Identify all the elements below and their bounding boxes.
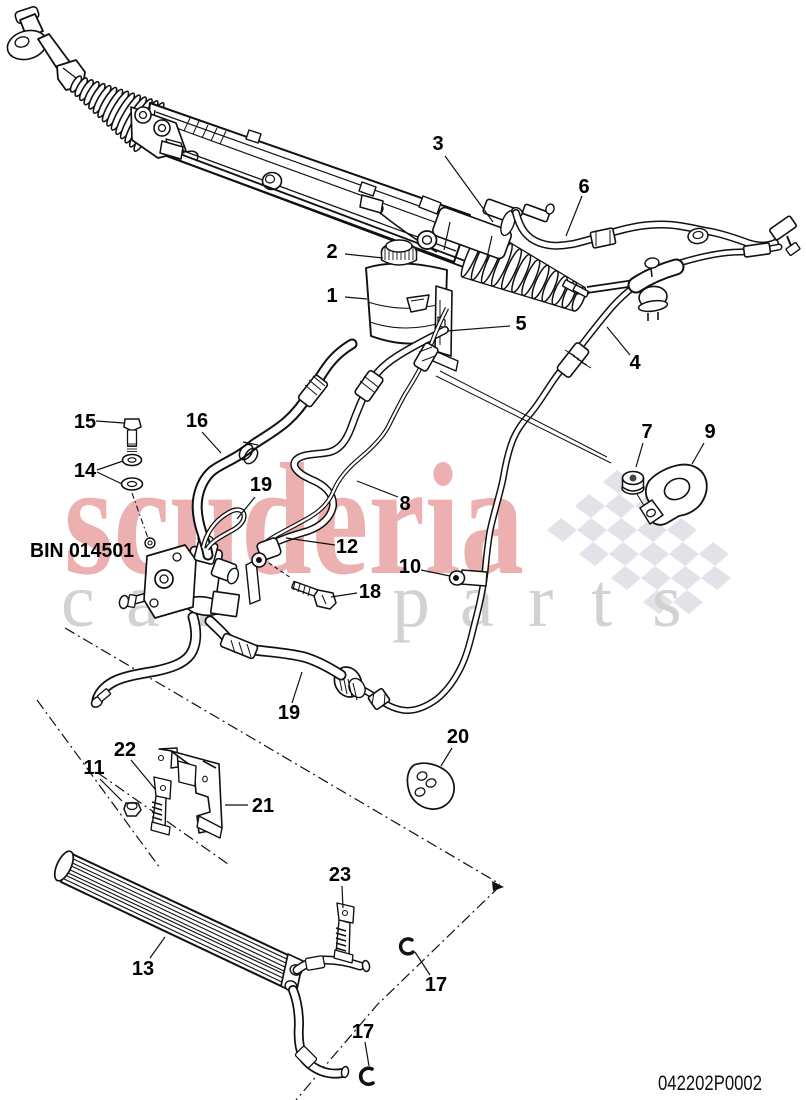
svg-text:5: 5 bbox=[515, 313, 526, 335]
svg-text:13: 13 bbox=[132, 958, 154, 980]
svg-text:s: s bbox=[652, 559, 682, 643]
svg-text:18: 18 bbox=[359, 581, 381, 603]
svg-text:8: 8 bbox=[399, 493, 410, 515]
svg-text:23: 23 bbox=[329, 864, 351, 886]
svg-text:1: 1 bbox=[326, 285, 337, 307]
svg-text:21: 21 bbox=[252, 795, 274, 817]
svg-text:042202P0002: 042202P0002 bbox=[658, 1072, 762, 1095]
svg-text:16: 16 bbox=[186, 410, 208, 432]
svg-text:22: 22 bbox=[114, 739, 136, 761]
svg-text:3: 3 bbox=[432, 133, 443, 155]
svg-text:2: 2 bbox=[326, 241, 337, 263]
svg-text:BIN 014501: BIN 014501 bbox=[30, 540, 134, 562]
svg-text:15: 15 bbox=[74, 411, 96, 433]
svg-text:11: 11 bbox=[83, 757, 104, 779]
svg-text:r: r bbox=[528, 559, 553, 643]
svg-text:17: 17 bbox=[425, 974, 447, 996]
svg-text:9: 9 bbox=[704, 421, 715, 443]
svg-text:19: 19 bbox=[250, 474, 272, 496]
svg-text:7: 7 bbox=[641, 421, 652, 443]
svg-text:20: 20 bbox=[447, 726, 469, 748]
svg-text:12: 12 bbox=[336, 536, 358, 558]
svg-text:p: p bbox=[392, 559, 430, 643]
svg-text:c: c bbox=[61, 559, 95, 643]
svg-text:10: 10 bbox=[399, 556, 421, 578]
svg-text:4: 4 bbox=[629, 352, 641, 374]
svg-text:19: 19 bbox=[278, 702, 300, 724]
svg-text:t: t bbox=[591, 559, 612, 643]
svg-text:6: 6 bbox=[578, 176, 589, 198]
svg-text:17: 17 bbox=[352, 1021, 374, 1043]
svg-text:14: 14 bbox=[74, 460, 97, 482]
